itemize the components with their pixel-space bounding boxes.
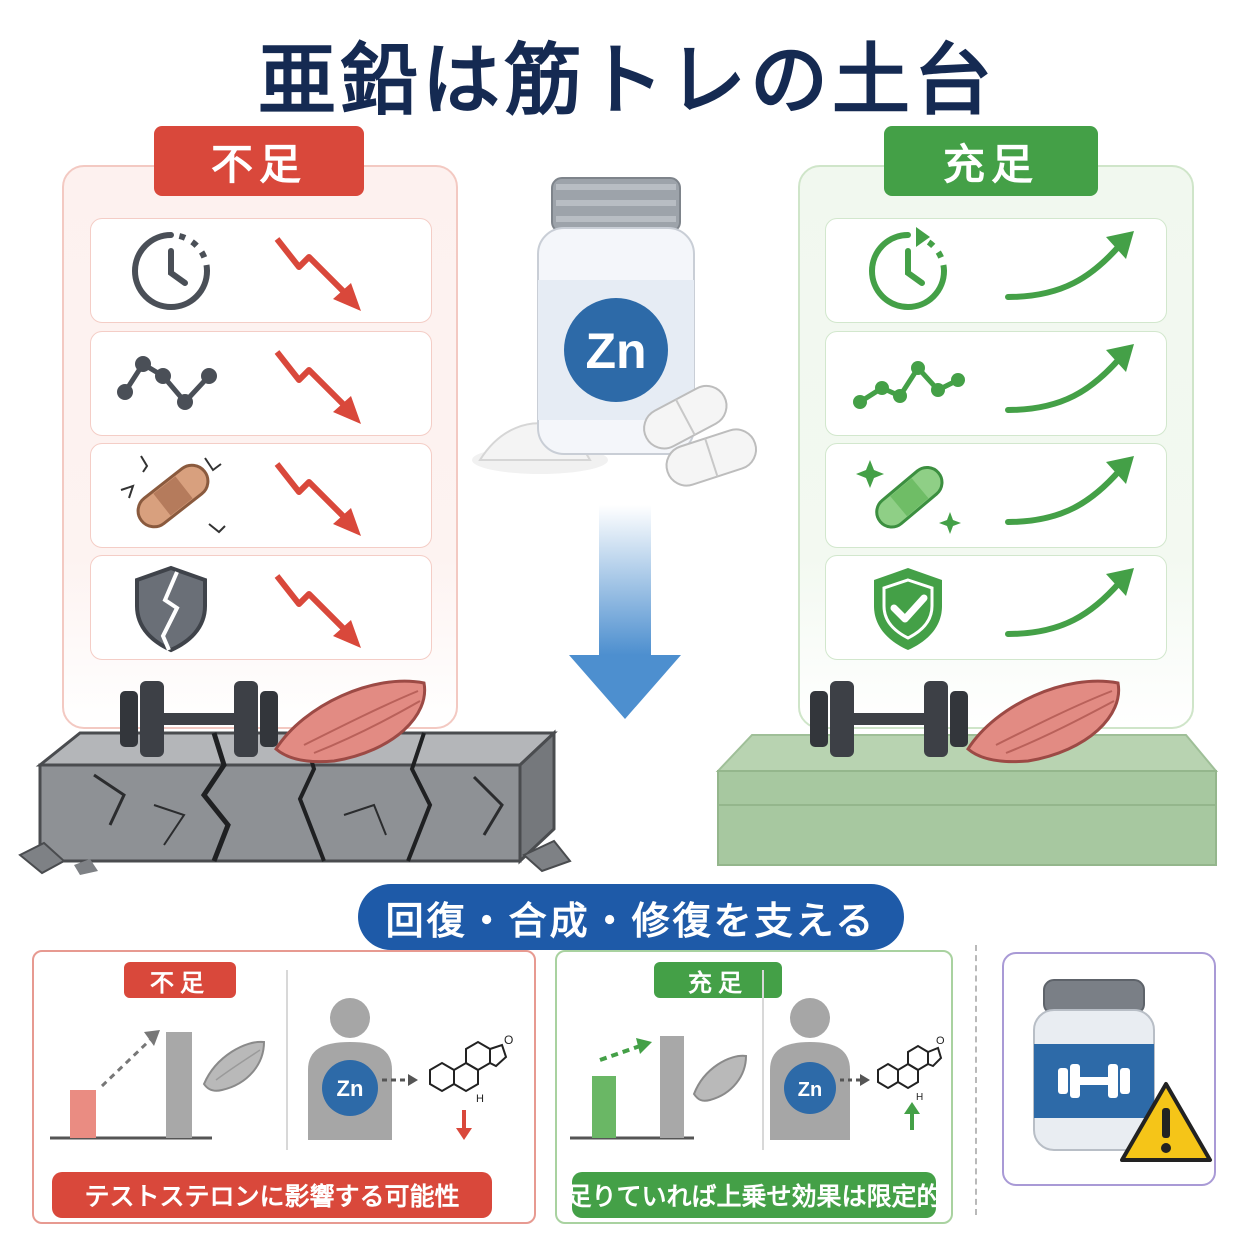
dumbbell-right — [810, 681, 968, 757]
deficiency-tag: 不足 — [154, 126, 364, 196]
muscle-left — [274, 679, 427, 764]
warning-icon — [1120, 1082, 1212, 1162]
down-zigzag-arrow-icon — [274, 574, 361, 648]
up-curve-arrow-icon — [1005, 231, 1134, 300]
zn-body-label: Zn — [798, 1079, 822, 1101]
zn-bottle-label: Zn — [585, 323, 646, 379]
down-zigzag-arrow-icon — [274, 237, 361, 311]
capsule-top — [643, 384, 728, 450]
check-shield-icon — [874, 568, 942, 650]
deficiency-bar-icon — [50, 1030, 266, 1140]
bottom-middle-divider — [762, 970, 764, 1150]
broken-bandage-icon — [120, 455, 226, 534]
down-arrow-icon — [569, 505, 681, 719]
sufficiency-bar-icon — [570, 1036, 748, 1140]
zn-body-label: Zn — [337, 1076, 364, 1101]
deficiency-row-repair — [90, 443, 432, 548]
sufficiency-row-immunity — [825, 555, 1167, 660]
down-zigzag-arrow-icon — [274, 462, 361, 536]
deficiency-row-synthesis — [90, 331, 432, 436]
bottom-left-divider — [286, 970, 288, 1150]
page-title: 亜鉛は筋トレの土台 — [257, 36, 996, 126]
zinc-supplement-bottle: Zn — [472, 177, 758, 487]
deficiency-body-diagram: Zn H O — [308, 998, 513, 1140]
steroid-structure — [877, 1044, 943, 1090]
clock-refresh-icon — [869, 227, 947, 310]
steroid-h-label: H — [476, 1093, 484, 1105]
supplement-jar-icon — [1033, 979, 1212, 1162]
sufficiency-tag: 充足 — [884, 126, 1098, 196]
steroid-o-label: O — [936, 1035, 945, 1047]
sufficiency-row-repair — [825, 443, 1167, 548]
bottom-deficiency-tag: 不足 — [124, 962, 236, 998]
muscle-gray-icon — [692, 1054, 748, 1102]
up-curve-arrow-icon — [1005, 568, 1134, 637]
deficiency-row-immunity — [90, 555, 432, 660]
muscle-gray-icon — [202, 1040, 266, 1092]
sufficiency-caption: 足りていれば上乗せ効果は限定的 — [567, 1172, 942, 1218]
steroid-h-label: H — [916, 1092, 923, 1103]
capsule-bottom — [665, 428, 758, 487]
steroid-structure — [429, 1040, 508, 1093]
muscle-right — [966, 679, 1121, 764]
up-curve-arrow-icon — [1005, 456, 1134, 525]
support-banner: 回復・合成・修復を支える — [358, 884, 904, 950]
molecule-chain-icon — [117, 356, 217, 410]
cracked-foundation — [18, 679, 572, 875]
bottom-sufficiency-tag: 充足 — [654, 962, 782, 998]
sufficiency-row-recovery — [825, 218, 1167, 323]
dashed-divider — [975, 945, 977, 1215]
deficiency-caption: テストステロンに影響する可能性 — [52, 1172, 492, 1218]
sufficiency-row-synthesis — [825, 331, 1167, 436]
clock-icon — [132, 232, 210, 310]
sufficiency-body-diagram: Zn H O — [770, 998, 945, 1140]
up-curve-arrow-icon — [1005, 344, 1134, 413]
deficiency-row-recovery — [90, 218, 432, 323]
solid-foundation — [715, 679, 1219, 866]
steroid-o-label: O — [504, 1033, 513, 1047]
cracked-shield-icon — [135, 565, 207, 653]
sparkle-bandage-icon — [856, 460, 961, 534]
dumbbell-left — [120, 681, 278, 757]
molecule-chain-icon — [853, 361, 965, 409]
down-zigzag-arrow-icon — [274, 350, 361, 424]
dumbbell-icon — [1058, 1064, 1130, 1098]
